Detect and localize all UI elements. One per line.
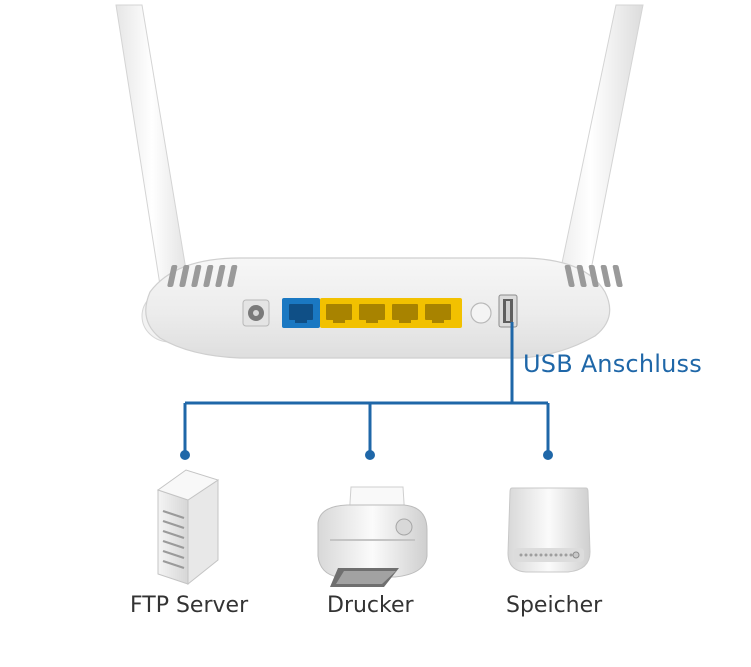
usb-port-label: USB Anschluss — [523, 350, 702, 378]
power-port — [242, 299, 270, 327]
storage-connector-dot — [543, 450, 553, 460]
ftp-server-label: FTP Server — [130, 593, 249, 618]
storage-icon — [507, 487, 591, 573]
printer-connector-dot — [365, 450, 375, 460]
connection-lines — [183, 322, 550, 455]
wan-port — [282, 298, 320, 328]
reset-button-graphic — [470, 302, 492, 324]
server-icon — [156, 469, 220, 586]
printer-icon — [317, 486, 428, 587]
printer-label: Drucker — [327, 593, 414, 618]
storage-label: Speicher — [506, 593, 603, 618]
ftp-connector-dot — [180, 450, 190, 460]
usb-port — [498, 294, 518, 328]
lan-ports — [320, 298, 462, 328]
